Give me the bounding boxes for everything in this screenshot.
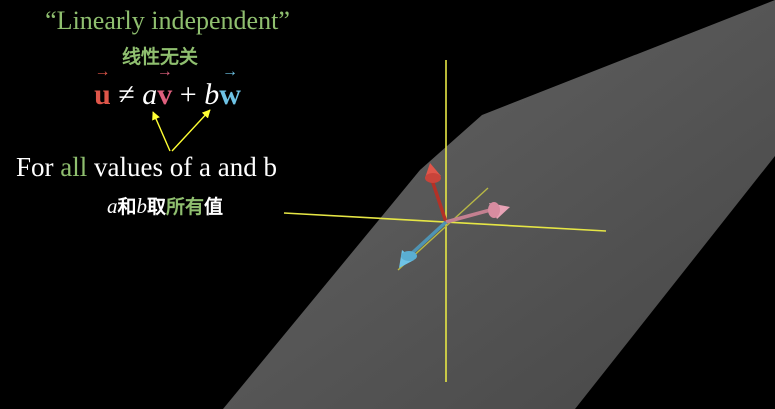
pointer-arrow-a <box>152 111 171 152</box>
vector-w-arrow <box>399 220 448 268</box>
linear-independence-equation: u ≠ av + bw <box>0 78 335 112</box>
for-all-values-statement: For all values of a and b <box>16 152 277 183</box>
not-equal-sign: ≠ <box>118 78 135 111</box>
coefficient-a: a <box>142 78 158 111</box>
span-plane <box>223 0 775 409</box>
statement-cn-a: a <box>106 194 118 218</box>
vector-w-label: w <box>219 78 241 112</box>
statement-after: values of a and b <box>87 152 277 182</box>
coefficient-b: b <box>204 78 220 111</box>
statement-cn-qu: 取 <box>146 196 166 218</box>
statement-before: For <box>16 152 61 182</box>
statement-cn-b: b <box>136 194 147 218</box>
statement-chinese: a和b取所有值 <box>0 192 330 219</box>
statement-cn-he: 和 <box>117 196 137 218</box>
vector-v-label: v <box>157 78 172 112</box>
statement-cn-suoyou: 所有 <box>166 196 205 218</box>
vector-u-label: u <box>94 78 111 112</box>
plus-sign: + <box>179 78 197 111</box>
statement-highlight: all <box>60 152 88 182</box>
vector-v-arrow <box>445 202 510 224</box>
title-text: “Linearly independent” <box>45 6 290 35</box>
pointer-arrow-b <box>171 109 211 152</box>
title-chinese-text: 线性无关 <box>121 46 198 68</box>
statement-cn-zhi: 值 <box>204 196 224 218</box>
vector-u-arrow <box>425 163 448 223</box>
